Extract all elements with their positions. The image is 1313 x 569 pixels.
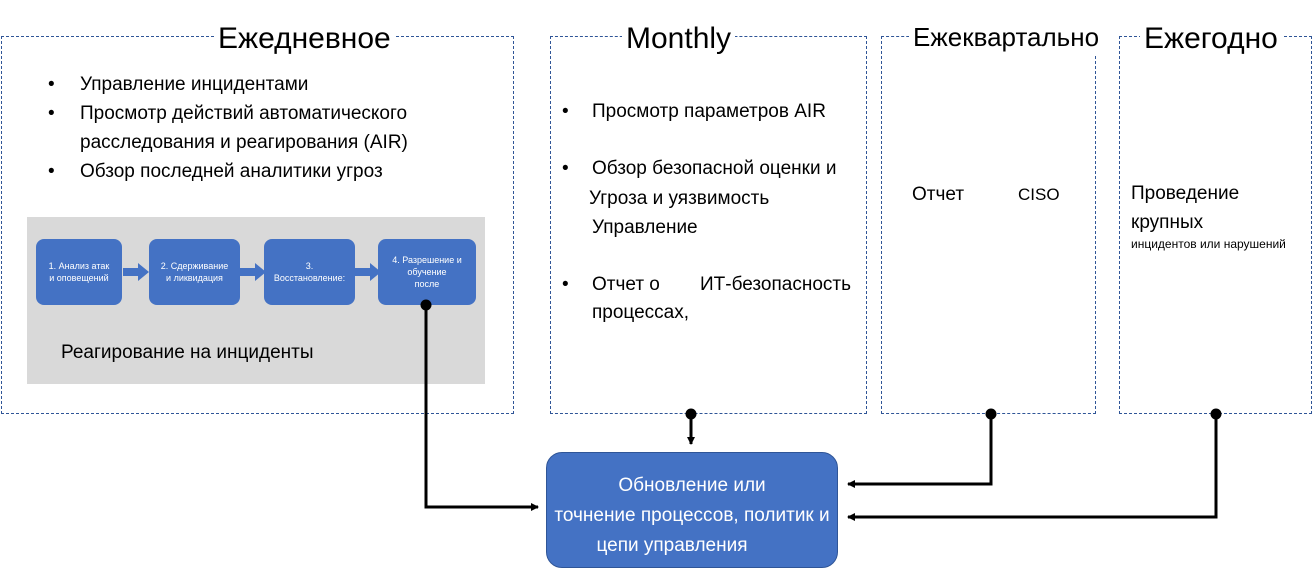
monthly-item: Управление (592, 217, 698, 238)
monthly-item: Угроза и уязвимость (589, 188, 770, 209)
quarterly-title: Ежеквартально (909, 20, 1104, 54)
monthly-item: Отчет о (592, 274, 660, 295)
daily-bullet-list: Управление инцидентами Просмотр действий… (44, 70, 408, 186)
step-arrow-3 (355, 263, 381, 281)
yearly-line: крупных (1131, 212, 1204, 233)
monthly-item: процессах, (592, 302, 690, 323)
monthly-panel (550, 36, 867, 414)
monthly-bullet: • (562, 158, 569, 179)
connector-daily (420, 299, 539, 511)
monthly-bullet: • (562, 274, 569, 295)
result-line: цепи управления (596, 535, 748, 556)
quarterly-panel (881, 36, 1096, 414)
result-box: Обновление или точнение процессов, полит… (546, 452, 838, 568)
monthly-item: Обзор безопасной оценки и (592, 158, 837, 179)
step-3-text: 3. Восстановление: (273, 261, 346, 283)
incident-response-label: Реагирование на инциденты (61, 342, 314, 363)
daily-bullet-item: Управление инцидентами (44, 70, 408, 99)
monthly-title: Monthly (622, 22, 736, 56)
yearly-panel (1119, 36, 1312, 414)
monthly-bullet: • (562, 101, 569, 122)
yearly-line: Проведение (1131, 183, 1240, 204)
daily-title: Ежедневное (214, 22, 395, 56)
connector-yearly (847, 408, 1222, 521)
step-arrow-1 (123, 263, 149, 281)
result-line: точнение процессов, политик и (554, 505, 830, 526)
daily-bullet-line: Просмотр действий автоматического (80, 103, 408, 124)
monthly-item: Просмотр параметров AIR (592, 101, 826, 122)
monthly-item: ИТ-безопасность (700, 274, 851, 295)
yearly-title: Ежегодно (1140, 22, 1282, 56)
result-line: Обновление или (618, 475, 766, 496)
quarterly-ciso: CISO (1018, 185, 1060, 204)
daily-bullet-line: расследования и реагирования (AIR) (80, 132, 408, 153)
connector-monthly (685, 408, 697, 445)
incident-step-3: 3. Восстановление: (264, 239, 355, 305)
daily-bullet-item: Просмотр действий автоматического рассле… (44, 99, 408, 157)
step-arrow-2 (240, 263, 266, 281)
yearly-line: инцидентов или нарушений (1131, 237, 1286, 251)
quarterly-report: Отчет (912, 184, 965, 205)
connector-quarterly (847, 408, 997, 488)
daily-bullet-item: Обзор последней аналитики угроз (44, 157, 408, 186)
